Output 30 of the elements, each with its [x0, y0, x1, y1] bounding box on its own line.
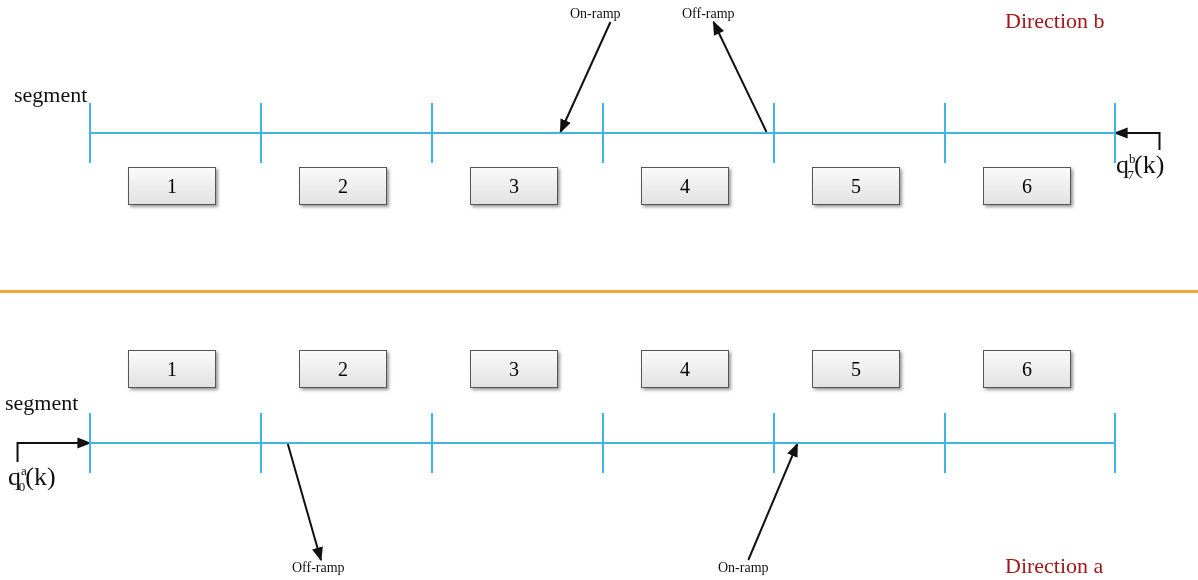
- ramp-label: On-ramp: [570, 6, 621, 22]
- arrow: [559, 21, 612, 134]
- segment-box: 5: [812, 167, 900, 205]
- segment-label: segment: [14, 82, 88, 108]
- arrow: [286, 443, 323, 562]
- road-line: [90, 442, 1115, 444]
- segment-box: 2: [299, 350, 387, 388]
- flow-label: q$^{a}$$_{0}$(k): [8, 462, 56, 496]
- segment-box: 3: [470, 350, 558, 388]
- arrow: [747, 442, 799, 561]
- direction-label: Direction a: [1005, 553, 1104, 579]
- arrow: [712, 20, 768, 133]
- ramp-label: Off-ramp: [292, 560, 345, 576]
- segment-box: 2: [299, 167, 387, 205]
- segment-box: 4: [641, 167, 729, 205]
- ramp-label: Off-ramp: [682, 6, 735, 22]
- segment-box: 6: [983, 167, 1071, 205]
- segment-box: 5: [812, 350, 900, 388]
- segment-box: 3: [470, 167, 558, 205]
- ramp-label: On-ramp: [718, 560, 769, 576]
- arrow: [1113, 127, 1161, 151]
- flow-label: q$^{b}$$_{7}$(k): [1116, 150, 1165, 184]
- road-line: [90, 132, 1115, 134]
- segment-box: 1: [128, 167, 216, 205]
- arrow: [16, 437, 92, 463]
- segment-box: 1: [128, 350, 216, 388]
- segment-box: 4: [641, 350, 729, 388]
- direction-label: Direction b: [1005, 8, 1105, 34]
- segment-box: 6: [983, 350, 1071, 388]
- segment-label: segment: [5, 390, 79, 416]
